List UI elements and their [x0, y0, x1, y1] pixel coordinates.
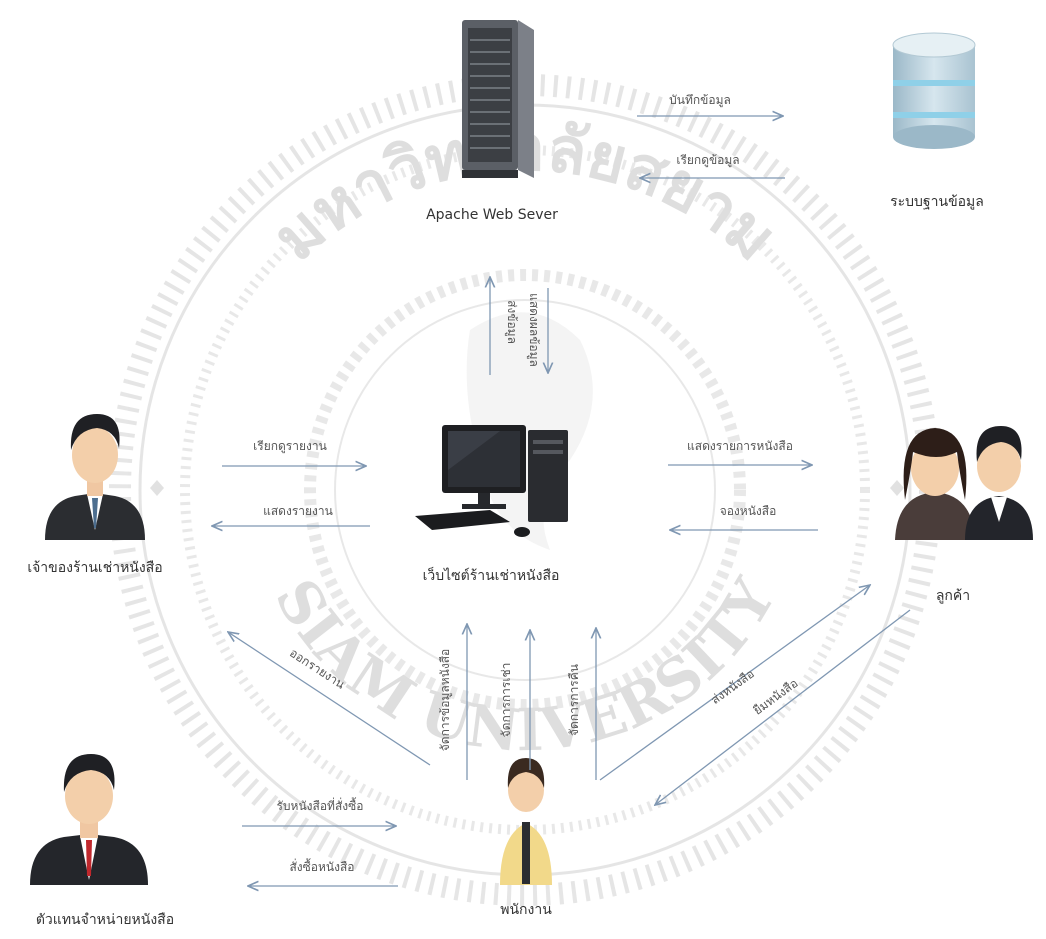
- flow-server-to-website: แสดงผลข้อมูล: [526, 288, 548, 373]
- svg-text:ส่งข้อมูล: ส่งข้อมูล: [504, 300, 519, 344]
- svg-text:ยืมหนังสือ: ยืมหนังสือ: [751, 676, 801, 718]
- customers-couple-icon: [895, 426, 1033, 540]
- svg-text:แสดงรายการหนังสือ: แสดงรายการหนังสือ: [687, 439, 793, 453]
- svg-text:เรียกดูข้อมูล: เรียกดูข้อมูล: [676, 153, 739, 168]
- staff-person-icon: [500, 758, 552, 885]
- owner-label: เจ้าของร้านเช่าหนังสือ: [27, 560, 162, 576]
- svg-text:เรียกดูรายงาน: เรียกดูรายงาน: [253, 439, 327, 454]
- distributor-businessman-icon: [30, 754, 148, 885]
- flow-owner-to-website: เรียกดูรายงาน: [222, 439, 366, 466]
- svg-text:รับหนังสือที่สั่งซื้อ: รับหนังสือที่สั่งซื้อ: [276, 797, 363, 813]
- customer-label: ลูกค้า: [936, 588, 970, 604]
- owner-businessman-icon: [45, 414, 145, 540]
- distributor-label: ตัวแทนจำหน่ายหนังสือ: [36, 912, 174, 928]
- server-rack-icon: [462, 20, 534, 178]
- flow-distributor-to-staff: รับหนังสือที่สั่งซื้อ: [242, 797, 396, 826]
- flow-staff-to-website-3: จัดการการคืน: [567, 628, 596, 780]
- svg-text:จองหนังสือ: จองหนังสือ: [720, 504, 777, 518]
- flow-server-to-database: บันทึกข้อมูล: [637, 93, 783, 116]
- flow-staff-to-distributor: สั่งซื้อหนังสือ: [248, 858, 398, 886]
- flow-staff-to-website-2: จัดการการเช่า: [499, 630, 530, 770]
- database-label: ระบบฐานข้อมูล: [890, 194, 984, 210]
- svg-text:สั่งซื้อหนังสือ: สั่งซื้อหนังสือ: [289, 858, 354, 874]
- website-label: เว็บไซต์ร้านเช่าหนังสือ: [423, 566, 560, 584]
- svg-text:แสดงรายงาน: แสดงรายงาน: [263, 504, 333, 518]
- staff-label: พนักงาน: [500, 902, 552, 918]
- svg-text:แสดงผลข้อมูล: แสดงผลข้อมูล: [526, 293, 541, 367]
- svg-text:บันทึกข้อมูล: บันทึกข้อมูล: [669, 93, 731, 108]
- flow-website-to-owner: แสดงรายงาน: [212, 504, 370, 526]
- svg-text:จัดการการเช่า: จัดการการเช่า: [499, 663, 513, 738]
- flow-website-to-customer: แสดงรายการหนังสือ: [668, 439, 812, 465]
- flow-staff-to-website-1: จัดการข้อมูลหนังสือ: [438, 624, 467, 780]
- desktop-computer-icon: [415, 425, 568, 537]
- database-icon: [892, 32, 976, 149]
- svg-text:จัดการข้อมูลหนังสือ: จัดการข้อมูลหนังสือ: [438, 649, 453, 751]
- flow-database-to-server: เรียกดูข้อมูล: [640, 153, 785, 178]
- flow-website-to-server: ส่งข้อมูล: [490, 277, 519, 375]
- web-server-label: Apache Web Sever: [426, 207, 558, 223]
- svg-text:จัดการการคืน: จัดการการคืน: [567, 664, 581, 736]
- flow-customer-to-website: จองหนังสือ: [670, 504, 818, 530]
